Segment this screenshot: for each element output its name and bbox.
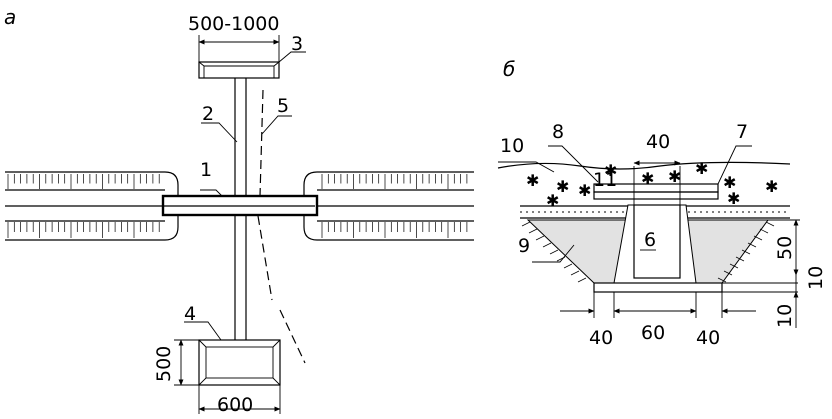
svg-text:✱: ✱	[765, 177, 778, 196]
svg-text:✱: ✱	[556, 177, 569, 196]
dim-section-40-left: 40	[589, 327, 613, 349]
right-strip-footing	[303, 171, 474, 241]
dim-bottom-height: 500	[153, 346, 175, 382]
bottom-pad	[198, 339, 281, 386]
section-view: ✱✱✱ ✱✱✱ ✱✱✱ ✱✱ 40 40 60 40 50 10 10 10 8	[497, 121, 827, 349]
label-3: 3	[291, 33, 303, 55]
left-strip-footing	[5, 171, 179, 241]
svg-text:✱: ✱	[695, 159, 708, 178]
dim-section-40-top: 40	[646, 131, 670, 153]
svg-text:✱: ✱	[546, 191, 559, 210]
panel-a-label: а	[4, 5, 16, 29]
svg-text:✱: ✱	[604, 161, 617, 180]
label-11: 11	[593, 169, 617, 191]
label-2: 2	[202, 103, 214, 125]
dim-section-50: 50	[774, 236, 796, 260]
label-8: 8	[552, 121, 564, 143]
dim-section-60: 60	[641, 322, 665, 344]
top-cap	[198, 61, 280, 79]
label-1: 1	[200, 159, 212, 181]
label-5: 5	[277, 95, 289, 117]
label-4: 4	[184, 303, 196, 325]
label-6: 6	[644, 229, 656, 251]
dim-top-width: 500-1000	[188, 13, 279, 35]
svg-text:✱: ✱	[526, 171, 539, 190]
dim-bottom-width: 600	[217, 394, 253, 416]
snow-markers: ✱✱✱ ✱✱✱ ✱✱✱ ✱✱	[526, 159, 778, 210]
svg-text:✱: ✱	[723, 173, 736, 192]
cross-beam	[161, 194, 319, 217]
panel-b-label: б	[503, 57, 515, 81]
svg-text:✱: ✱	[578, 181, 591, 200]
label-10: 10	[500, 135, 524, 157]
dim-section-10-upper: 10	[805, 266, 827, 290]
label-9: 9	[518, 235, 530, 257]
plan-view: 500-1000 500 600 2 5 3 1 4	[5, 13, 474, 416]
svg-text:✱: ✱	[727, 189, 740, 208]
dim-section-40-right: 40	[696, 327, 720, 349]
svg-text:✱: ✱	[668, 167, 681, 186]
dim-section-10-lower: 10	[774, 304, 796, 328]
svg-text:✱: ✱	[641, 169, 654, 188]
label-7: 7	[736, 121, 748, 143]
